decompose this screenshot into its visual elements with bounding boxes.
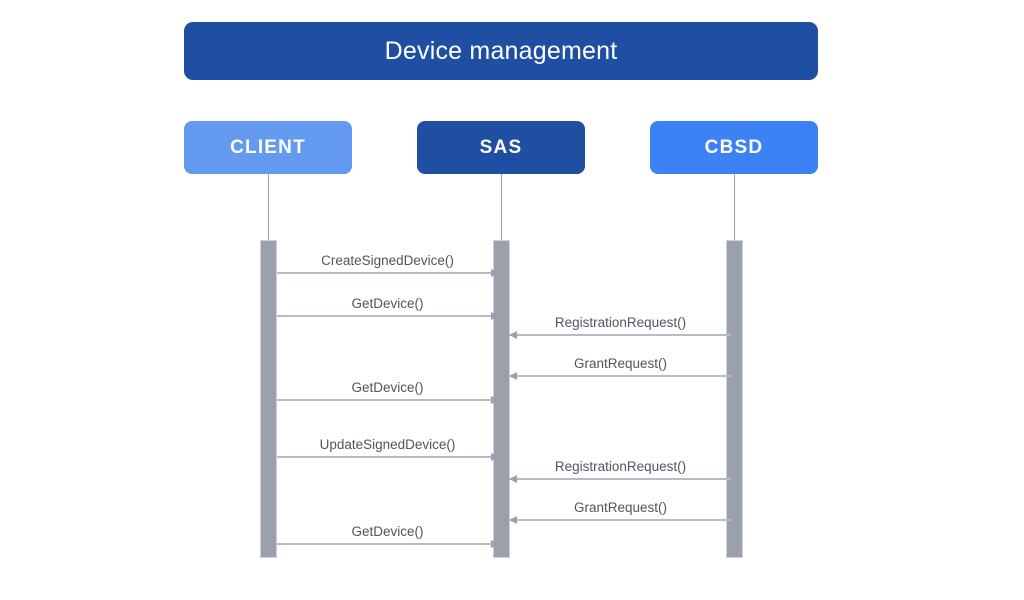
activation-bar-client [260,240,277,558]
participant-box-sas[interactable]: SAS [417,121,585,174]
arrowhead-icon [491,312,499,320]
lifeline-sas [501,174,502,240]
diagram-title: Device management [384,36,618,65]
arrowhead-icon [509,331,517,339]
message-line [510,375,731,377]
message-arrow-client-to-sas[interactable]: GetDevice() [277,524,499,548]
message-arrow-client-to-sas[interactable]: CreateSignedDevice() [277,253,499,277]
arrowhead-icon [509,372,517,380]
message-arrow-cbsd-to-sas[interactable]: GrantRequest() [509,356,731,380]
message-label: GrantRequest() [573,499,668,515]
message-arrow-client-to-sas[interactable]: UpdateSignedDevice() [277,437,499,461]
arrowhead-icon [491,269,499,277]
message-label: GetDevice() [351,379,424,395]
message-arrow-cbsd-to-sas[interactable]: RegistrationRequest() [509,315,731,339]
message-arrow-client-to-sas[interactable]: GetDevice() [277,380,499,404]
arrowhead-icon [491,396,499,404]
message-line [510,478,731,480]
message-label: GetDevice() [351,523,424,539]
message-label: CreateSignedDevice() [321,252,454,268]
arrowhead-icon [491,453,499,461]
participant-label-cbsd: CBSD [704,137,764,158]
lifeline-client [268,174,269,240]
message-line [277,543,498,545]
message-line [277,315,498,317]
participant-label-sas: SAS [479,137,523,158]
message-arrow-client-to-sas[interactable]: GetDevice() [277,296,499,320]
diagram-title-banner: Device management [184,22,818,80]
message-line [277,399,498,401]
participant-box-client[interactable]: CLIENT [184,121,352,174]
participant-box-cbsd[interactable]: CBSD [650,121,818,174]
message-line [510,334,731,336]
message-label: UpdateSignedDevice() [319,436,456,452]
participant-label-client: CLIENT [230,137,306,158]
lifeline-cbsd [734,174,735,240]
message-line [277,272,498,274]
message-label: GetDevice() [351,295,424,311]
message-line [277,456,498,458]
arrowhead-icon [509,516,517,524]
arrowhead-icon [509,475,517,483]
arrowhead-icon [491,540,499,548]
message-label: GrantRequest() [573,355,668,371]
message-line [510,519,731,521]
message-arrow-cbsd-to-sas[interactable]: RegistrationRequest() [509,459,731,483]
message-label: RegistrationRequest() [554,458,687,474]
message-label: RegistrationRequest() [554,314,687,330]
message-arrow-cbsd-to-sas[interactable]: GrantRequest() [509,500,731,524]
